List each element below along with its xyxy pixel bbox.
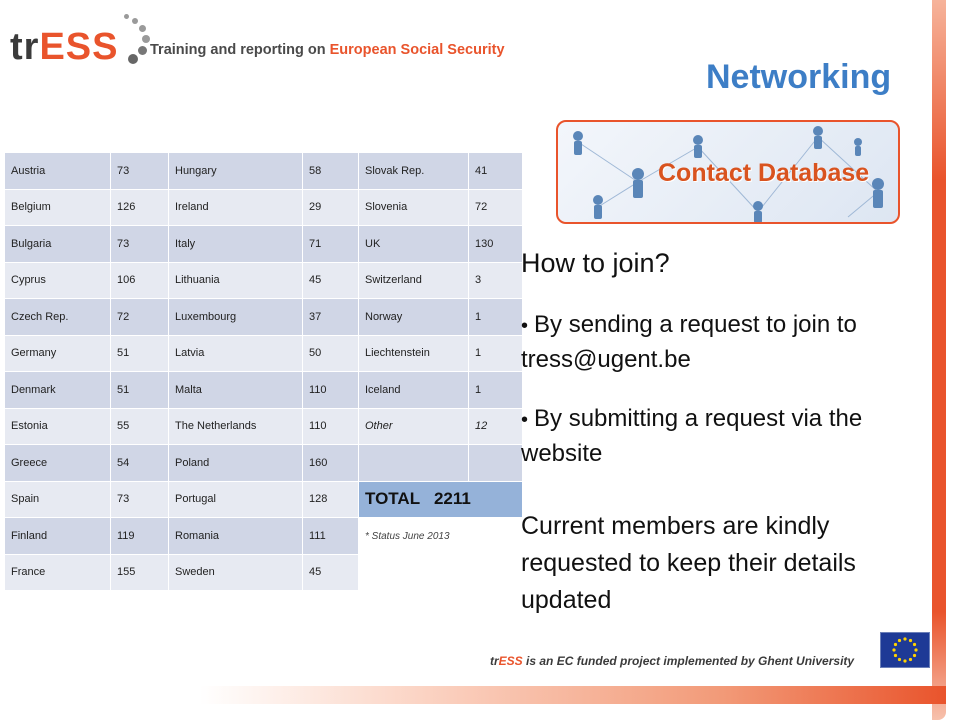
member-count-cell: 41 — [468, 152, 523, 190]
member-count-cell: 110 — [302, 371, 359, 409]
tagline: Training and reporting on European Socia… — [150, 42, 505, 58]
member-count-cell: 72 — [468, 188, 523, 226]
empty-cell — [358, 554, 523, 591]
logo-dots-icon — [102, 10, 152, 70]
country-name-cell: Belgium — [4, 188, 111, 226]
member-count-cell: 155 — [110, 553, 169, 591]
country-name-cell: Sweden — [168, 553, 303, 591]
total-members-cell: TOTAL 2211 — [358, 480, 523, 518]
member-count-cell: 55 — [110, 407, 169, 445]
logo-wordmark: trESS — [10, 26, 119, 68]
member-count-cell: 160 — [302, 444, 359, 482]
member-count-cell: 73 — [110, 225, 169, 263]
country-name-cell: Slovenia — [358, 188, 469, 226]
bullet-email-request: •By sending a request to join to tress@u… — [521, 311, 857, 373]
member-count-cell: 130 — [468, 225, 523, 263]
country-name-cell: Greece — [4, 444, 111, 482]
country-name-cell: Hungary — [168, 152, 303, 190]
member-count-cell: 51 — [110, 371, 169, 409]
country-name-cell: Malta — [168, 371, 303, 409]
country-name-cell: Poland — [168, 444, 303, 482]
country-name-cell: Austria — [4, 152, 111, 190]
member-count-cell: 54 — [110, 444, 169, 482]
country-name-cell: Finland — [4, 517, 111, 555]
country-name-cell: Iceland — [358, 371, 469, 409]
member-count-cell: 106 — [110, 261, 169, 299]
empty-cell — [468, 444, 523, 482]
member-count-cell: 119 — [110, 517, 169, 555]
network-people-icon — [573, 126, 884, 222]
member-count-cell: 45 — [302, 261, 359, 299]
bullet-website-request: •By submitting a request via the website — [521, 405, 863, 467]
slide-frame-bottom — [200, 686, 946, 704]
member-count-cell: 50 — [302, 334, 359, 372]
status-note: * Status June 2013 — [358, 517, 523, 554]
member-count-cell: 73 — [110, 152, 169, 190]
bullet-icon: • — [521, 315, 529, 337]
member-count-cell: 3 — [468, 261, 523, 299]
country-name-cell: Italy — [168, 225, 303, 263]
eu-flag-icon — [880, 632, 930, 668]
how-to-join-heading: How to join? — [521, 248, 670, 278]
country-name-cell: Norway — [358, 298, 469, 336]
country-name-cell: Czech Rep. — [4, 298, 111, 336]
member-count-cell: 128 — [302, 480, 359, 518]
country-name-cell: Germany — [4, 334, 111, 372]
country-name-cell: Denmark — [4, 371, 111, 409]
member-count-cell: 51 — [110, 334, 169, 372]
country-name-cell: UK — [358, 225, 469, 263]
member-count-cell: 12 — [468, 407, 523, 445]
country-name-cell: Liechtenstein — [358, 334, 469, 372]
empty-cell — [358, 444, 469, 482]
banner-title: Contact Database — [658, 159, 870, 187]
member-count-cell: 72 — [110, 298, 169, 336]
slide-frame-right — [932, 0, 946, 720]
member-count-cell: 29 — [302, 188, 359, 226]
country-name-cell: Luxembourg — [168, 298, 303, 336]
member-count-cell: 45 — [302, 553, 359, 591]
member-count-cell: 1 — [468, 334, 523, 372]
member-count-cell: 1 — [468, 371, 523, 409]
member-count-cell: 1 — [468, 298, 523, 336]
member-count-cell: 126 — [110, 188, 169, 226]
country-name-cell: Spain — [4, 480, 111, 518]
country-name-cell: The Netherlands — [168, 407, 303, 445]
member-count-cell: 111 — [302, 517, 359, 555]
country-name-cell: Latvia — [168, 334, 303, 372]
country-name-cell: Cyprus — [4, 261, 111, 299]
country-name-cell: Portugal — [168, 480, 303, 518]
country-name-cell: France — [4, 553, 111, 591]
country-name-cell: Lithuania — [168, 261, 303, 299]
contact-database-banner: Contact Database — [556, 120, 900, 224]
slide-title: Networking — [706, 58, 892, 96]
country-name-cell: Romania — [168, 517, 303, 555]
country-name-cell: Slovak Rep. — [358, 152, 469, 190]
member-count-cell: 73 — [110, 480, 169, 518]
member-count-cell: 37 — [302, 298, 359, 336]
country-name-cell: Estonia — [4, 407, 111, 445]
country-name-cell: Ireland — [168, 188, 303, 226]
update-details-note: Current members are kindly requested to … — [521, 512, 856, 614]
member-count-cell: 58 — [302, 152, 359, 190]
country-name-cell: Bulgaria — [4, 225, 111, 263]
member-count-cell: 110 — [302, 407, 359, 445]
country-name-cell: Other — [358, 407, 469, 445]
country-name-cell: Switzerland — [358, 261, 469, 299]
member-count-cell: 71 — [302, 225, 359, 263]
bullet-icon: • — [521, 409, 529, 431]
footer-note: trESS is an EC funded project implemente… — [490, 654, 855, 668]
